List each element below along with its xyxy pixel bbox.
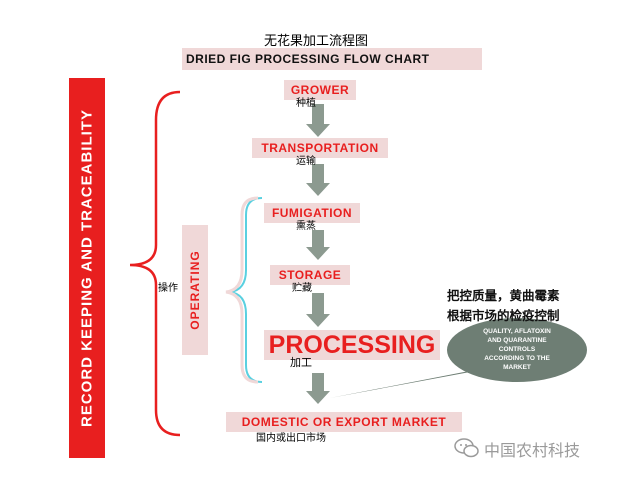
stage-fumigation: FUMIGATION (264, 203, 360, 223)
stage-market-zh: 国内或出口市场 (256, 433, 326, 444)
stage-processing: PROCESSING (264, 330, 440, 360)
arrow-5 (306, 373, 330, 404)
stage-grower: GROWER (284, 80, 356, 100)
bubble-text: QUALITY, AFLATOXIN AND QUARANTINE CONTRO… (462, 327, 572, 372)
pink-brace (225, 196, 259, 384)
bubble-line: QUALITY, AFLATOXIN (483, 328, 551, 335)
stage-storage: STORAGE (270, 265, 350, 285)
arrow-3 (306, 230, 330, 260)
stage-transportation: TRANSPORTATION (252, 138, 388, 158)
red-brace (129, 90, 181, 437)
traceability-bar (69, 78, 105, 458)
bubble-line: MARKET (503, 364, 531, 371)
flow-arrows (306, 104, 330, 404)
stage-market: DOMESTIC OR EXPORT MARKET (226, 412, 462, 432)
annotation-zh-line2: 根据市场的检疫控制 (447, 308, 560, 323)
title-english: DRIED FIG PROCESSING FLOW CHART (182, 48, 482, 70)
operating-label: OPERATING (188, 250, 202, 330)
arrow-1 (306, 104, 330, 137)
bubble-line: CONTROLS (498, 346, 536, 353)
arrow-2 (306, 164, 330, 196)
watermark-text: 中国农村科技 (484, 441, 581, 460)
stage-transportation-zh: 运输 (296, 156, 316, 167)
stage-processing-zh: 加工 (290, 356, 312, 369)
stage-fumigation-zh: 熏蒸 (296, 221, 316, 232)
stage-grower-zh: 种植 (296, 98, 316, 109)
bubble-line: AND QUARANTINE (487, 337, 547, 344)
title-chinese: 无花果加工流程图 (263, 34, 368, 49)
operating-zh: 操作 (158, 283, 178, 294)
annotation-zh: 把控质量，黄曲霉素 根据市场的检疫控制 (447, 286, 560, 326)
stage-storage-zh: 贮藏 (292, 283, 312, 294)
speech-bubble (330, 318, 587, 398)
operating-box (182, 225, 208, 355)
bubble-line: ACCORDING TO THE (484, 355, 550, 362)
arrow-4 (306, 293, 330, 327)
annotation-zh-line1: 把控质量，黄曲霉素 (447, 288, 560, 303)
wechat-icon (454, 438, 479, 458)
